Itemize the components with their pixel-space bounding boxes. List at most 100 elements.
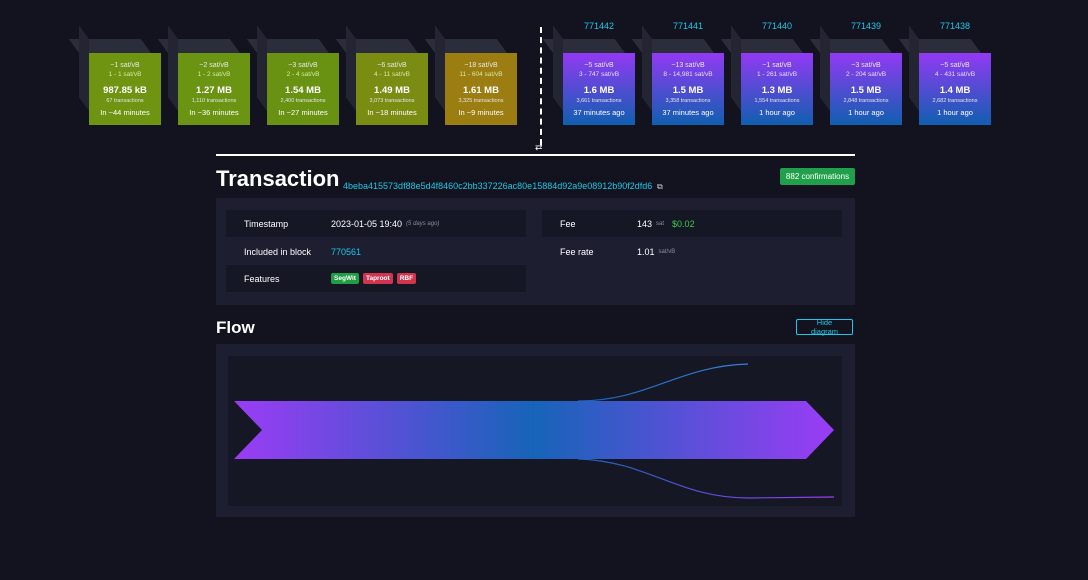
fee-usd: $0.02 <box>672 218 695 229</box>
block-height-link[interactable]: 771439 <box>850 21 882 31</box>
block-eta: In ~9 minutes <box>458 107 504 117</box>
block-median-fee: ~6 sat/vB <box>377 61 407 69</box>
block-tx-count: 67 transactions <box>106 97 144 104</box>
block-size: 1.49 MB <box>374 84 410 96</box>
block-tx-count: 2,682 transactions <box>932 97 978 104</box>
block-height-link[interactable]: 771438 <box>939 21 971 31</box>
flow-input-band[interactable] <box>234 401 834 459</box>
block-side-face <box>553 25 563 111</box>
block-median-fee: ~2 sat/vB <box>199 61 229 69</box>
block-size: 1.61 MB <box>463 84 499 96</box>
block-fee-range: 1 - 2 sat/vB <box>197 70 231 78</box>
block-height-link[interactable]: 771441 <box>672 21 704 31</box>
block-size: 1.4 MB <box>939 84 971 96</box>
rbf-tag[interactable]: RBF <box>396 273 417 284</box>
txid-link[interactable]: 4beba415573df88e5d4f8460c2bb337226ac80e1… <box>343 181 653 191</box>
fee-label: Fee <box>560 218 576 229</box>
fee-value: 143 <box>637 218 653 229</box>
timestamp-value-group: 2023-01-05 19:40 (5 days ago) <box>331 219 439 229</box>
block-median-fee: ~13 sat/vB <box>671 61 705 69</box>
block-fee-range: 4 - 11 sat/vB <box>373 70 410 78</box>
features-tags: SegWit Taproot RBF <box>331 273 417 284</box>
block-side-face <box>435 25 445 111</box>
block-side-face <box>79 25 89 111</box>
block-median-fee: ~3 sat/vB <box>851 61 881 69</box>
block-eta: In ~18 minutes <box>367 107 417 117</box>
features-label: Features <box>244 273 280 284</box>
feerate-value-group: 1.01 sat/vB <box>637 247 675 257</box>
block-size: 1.5 MB <box>672 84 704 96</box>
block-tx-count: 1,554 transactions <box>754 97 800 104</box>
block-fee-range: 3 - 747 sat/vB <box>578 70 620 78</box>
feerate-unit: sat/vB <box>658 248 676 255</box>
block-side-face <box>168 25 178 111</box>
block-size: 1.27 MB <box>196 84 232 96</box>
block-height-link[interactable]: 771442 <box>583 21 615 31</box>
swap-direction-icon[interactable]: ⇄ <box>535 142 543 152</box>
section-divider <box>216 154 855 156</box>
feerate-row: Fee rate 1.01 sat/vB <box>542 238 842 265</box>
block-label: Included in block <box>244 246 312 257</box>
block-size: 1.6 MB <box>583 84 615 96</box>
timestamp-ago: (5 days ago) <box>406 220 440 227</box>
block-age: 37 minutes ago <box>662 107 714 117</box>
segwit-tag[interactable]: SegWit <box>331 273 359 284</box>
block-height-link[interactable]: 771440 <box>761 21 793 31</box>
block-side-face <box>346 25 356 111</box>
hide-diagram-button[interactable]: Hide diagram <box>796 318 853 336</box>
flow-diagram <box>228 356 842 506</box>
block-link[interactable]: 770561 <box>331 246 362 257</box>
block-median-fee: ~3 sat/vB <box>288 61 318 69</box>
block-size: 1.3 MB <box>761 84 793 96</box>
taproot-tag[interactable]: Taproot <box>362 273 393 284</box>
flow-output-top[interactable] <box>577 363 749 402</box>
block-median-fee: ~1 sat/vB <box>762 61 792 69</box>
feerate-value: 1.01 <box>637 246 655 257</box>
block-eta: In ~27 minutes <box>278 107 328 117</box>
block-tx-count: 3,358 transactions <box>665 97 711 104</box>
block-tx-count: 2,848 transactions <box>843 97 889 104</box>
block-side-face <box>642 25 652 111</box>
block-tx-count: 2,400 transactions <box>280 97 326 104</box>
block-fee-range: 8 - 14,981 sat/vB <box>663 70 713 78</box>
block-fee-range: 4 - 431 sat/vB <box>934 70 976 78</box>
mempool-divider <box>540 27 542 145</box>
block-value-group: 770561 <box>331 247 361 257</box>
flow-output-bottom[interactable] <box>577 458 835 499</box>
block-size: 1.54 MB <box>285 84 321 96</box>
page-title: Transaction <box>216 166 340 191</box>
copy-icon[interactable]: ⧉ <box>657 182 663 191</box>
fee-row: Fee 143 sat $0.02 <box>542 210 842 237</box>
block-size: 1.5 MB <box>850 84 882 96</box>
features-row: Features SegWit Taproot RBF <box>226 265 526 292</box>
feerate-label: Fee rate <box>560 246 594 257</box>
block-row: Included in block 770561 <box>226 238 526 265</box>
flow-diagram-svg <box>234 363 835 499</box>
block-size: 987.85 kB <box>103 84 147 96</box>
block-side-face <box>731 25 741 111</box>
block-median-fee: ~18 sat/vB <box>464 61 498 69</box>
timestamp-row: Timestamp 2023-01-05 19:40 (5 days ago) <box>226 210 526 237</box>
block-median-fee: ~5 sat/vB <box>584 61 614 69</box>
block-fee-range: 11 - 604 sat/vB <box>459 70 503 78</box>
block-median-fee: ~5 sat/vB <box>940 61 970 69</box>
block-tx-count: 3,325 transactions <box>458 97 504 104</box>
block-side-face <box>820 25 830 111</box>
